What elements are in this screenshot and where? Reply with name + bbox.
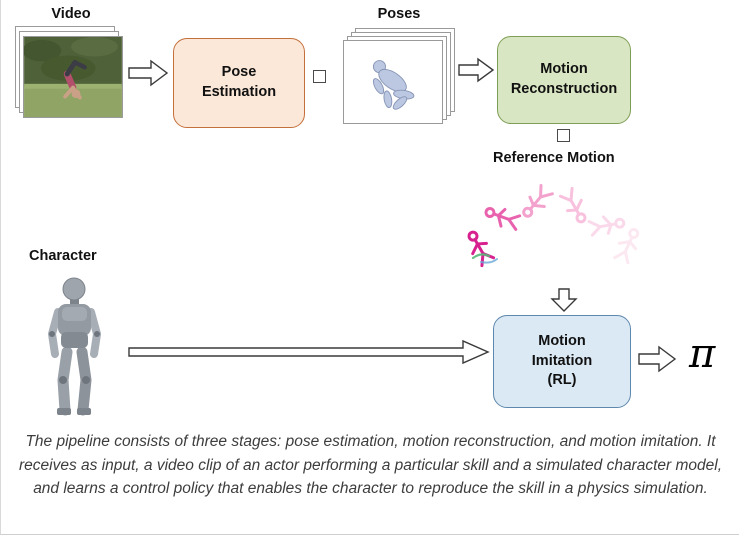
actor-backflip-photo — [22, 37, 122, 117]
arrow-poses-to-motion-reconstruction-icon — [458, 57, 495, 83]
poses-label: Poses — [377, 6, 421, 22]
figure-caption: The pipeline consists of three stages: p… — [19, 433, 723, 498]
policy-pi-symbol: π — [689, 331, 716, 377]
character-robot-figure — [47, 277, 102, 416]
video-frame-front — [22, 36, 123, 118]
character-label: Character — [29, 248, 97, 264]
poses-frame-front — [343, 40, 443, 124]
arrow-video-to-pose-estimation-icon — [128, 59, 169, 87]
motion-reconstruction-box: Motion Reconstruction — [497, 36, 631, 124]
video-label: Video — [51, 6, 91, 22]
pose-estimation-box: Pose Estimation — [173, 38, 305, 128]
pose-estimation-box-label: Pose Estimation — [201, 64, 277, 100]
motion-reconstruction-box-label: Motion Reconstruction — [510, 61, 618, 97]
connector-square-recon-to-reference — [557, 129, 570, 142]
reference-motion-skeleton-trail — [467, 184, 640, 268]
poses-frames-thumbnail — [343, 28, 458, 126]
video-frames-thumbnail — [15, 26, 127, 122]
connector-square-pose-to-poses — [313, 70, 326, 83]
pose-mesh-figure — [372, 60, 415, 110]
arrow-reference-to-imitation-icon — [550, 288, 578, 312]
arrow-character-to-imitation-icon — [128, 339, 490, 365]
arrow-imitation-to-policy-icon — [638, 345, 677, 373]
reference-motion-label: Reference Motion — [493, 150, 615, 166]
motion-imitation-box: Motion Imitation (RL) — [493, 315, 631, 408]
motion-imitation-box-label: Motion Imitation (RL) — [531, 333, 593, 389]
